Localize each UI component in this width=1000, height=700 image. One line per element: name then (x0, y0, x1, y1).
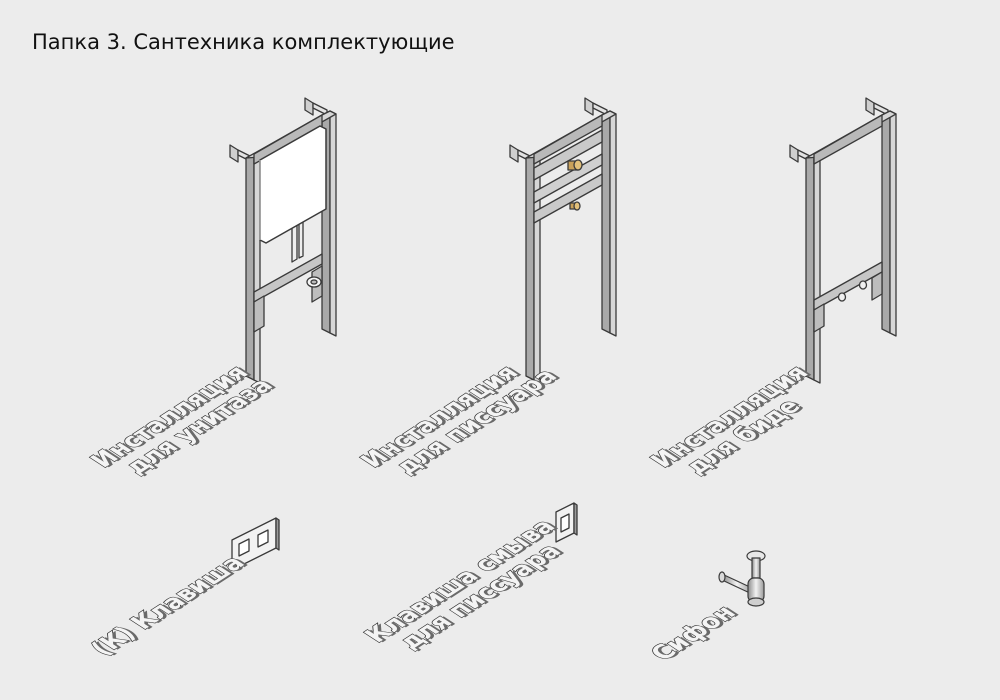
toilet-installation-icon (229, 97, 337, 384)
page-title: Папка 3. Сантехника комплектующие (32, 30, 455, 54)
bidet-installation-icon (789, 97, 897, 384)
flush-button-icon (231, 517, 280, 571)
siphon-icon (718, 550, 766, 607)
urinal-installation-icon (509, 97, 617, 384)
urinal-flush-button-icon (555, 502, 578, 543)
